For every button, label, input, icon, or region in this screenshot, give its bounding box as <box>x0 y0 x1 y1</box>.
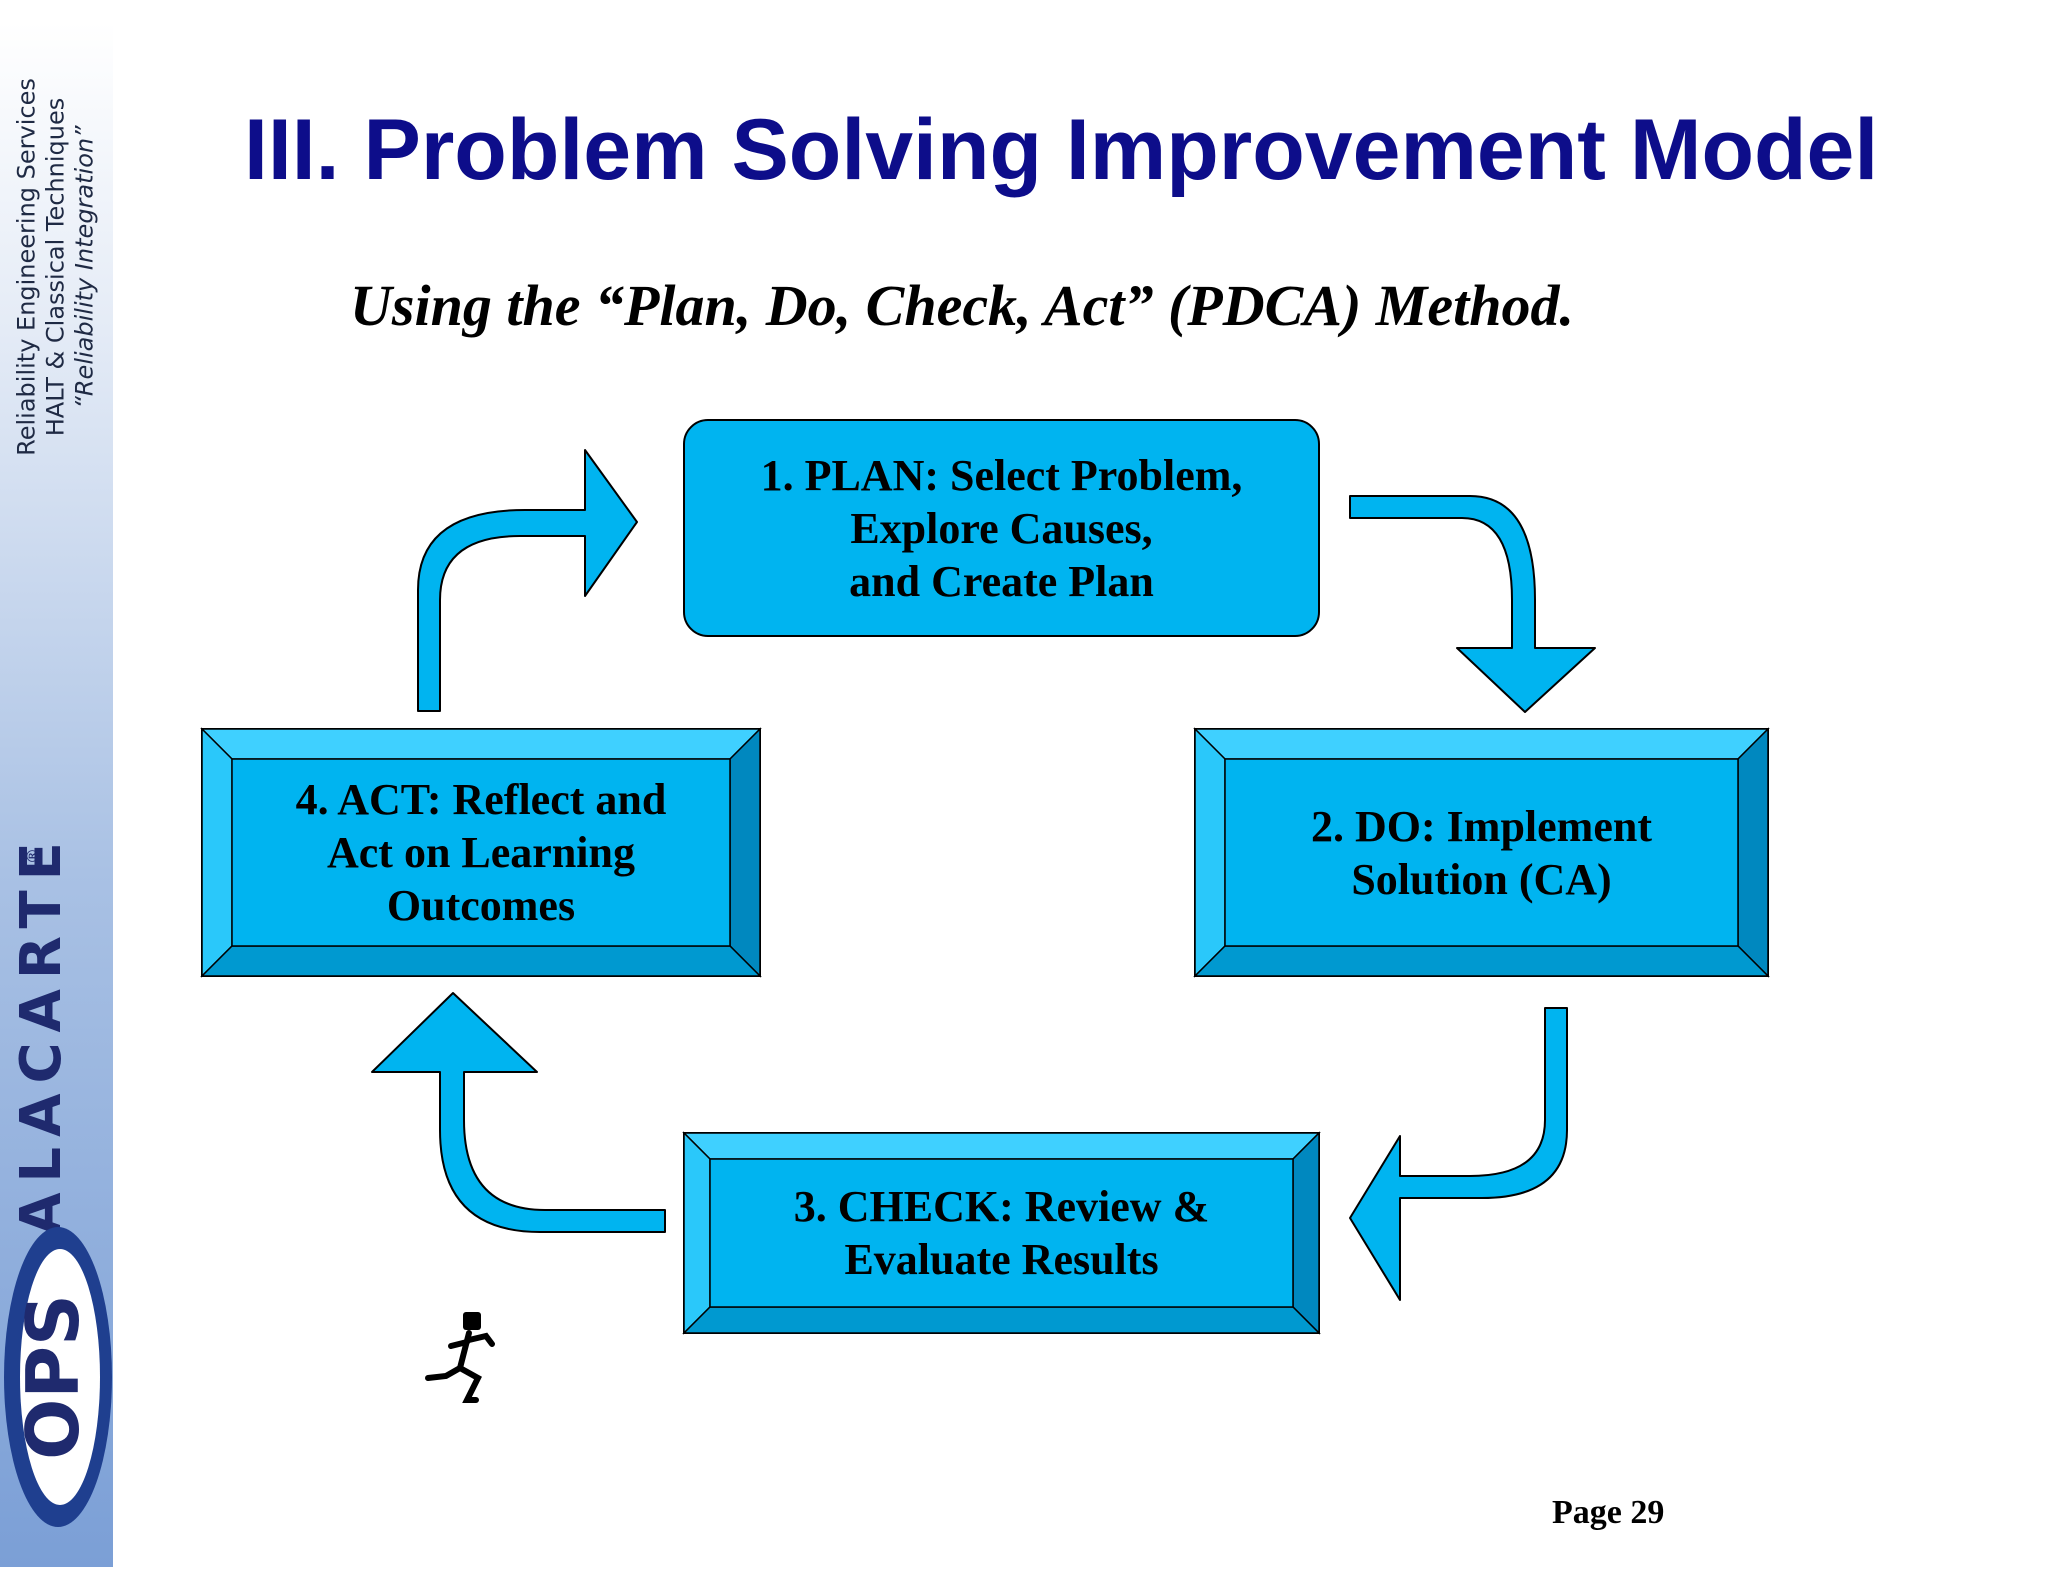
brand-wordmark: ALACARTE <box>9 832 74 1236</box>
slide-subtitle: Using the “Plan, Do, Check, Act” (PDCA) … <box>350 273 1574 338</box>
arrow-plan-to-do <box>1349 495 1596 713</box>
check-box-label: 3. CHECK: Review & Evaluate Results <box>710 1159 1293 1307</box>
act-line-3: Outcomes <box>386 881 576 930</box>
slide-title: III. Problem Solving Improvement Model <box>244 102 1879 198</box>
act-box <box>200 727 762 978</box>
arrow-do-to-check <box>1349 1007 1568 1301</box>
page-number: Page 29 <box>1552 1494 1665 1531</box>
act-line-2: Act on Learning <box>326 828 635 877</box>
arrow-check-to-act <box>371 992 666 1233</box>
ops-logo-text: OPS <box>11 1294 95 1460</box>
plan-box-label: 1. PLAN: Select Problem, Explore Causes,… <box>690 426 1313 630</box>
check-line-1: 3. CHECK: Review & <box>793 1182 1210 1231</box>
do-box <box>1193 727 1770 978</box>
check-line-2: Evaluate Results <box>844 1235 1159 1284</box>
running-man-icon <box>425 1312 495 1403</box>
do-line-2: Solution (CA) <box>1351 854 1612 904</box>
act-box-label: 4. ACT: Reflect and Act on Learning Outc… <box>232 759 730 946</box>
brand-logo: ALACARTE ® OPS <box>4 832 112 1527</box>
do-box-label: 2. DO: Implement Solution (CA) <box>1225 759 1738 946</box>
plan-line-1: 1. PLAN: Select Problem, <box>760 450 1243 500</box>
check-box <box>682 1131 1321 1335</box>
plan-line-3: and Create Plan <box>849 556 1154 606</box>
plan-box <box>683 419 1320 637</box>
do-line-1: 2. DO: Implement <box>1311 801 1652 851</box>
brand-sidebar: Reliability Engineering Services HALT & … <box>0 22 113 1567</box>
registered-mark: ® <box>23 848 42 864</box>
arrow-act-to-plan <box>417 449 638 712</box>
ops-logo-inner <box>20 1249 100 1505</box>
plan-line-2: Explore Causes, <box>850 503 1153 553</box>
act-line-1: 4. ACT: Reflect and <box>295 775 667 824</box>
